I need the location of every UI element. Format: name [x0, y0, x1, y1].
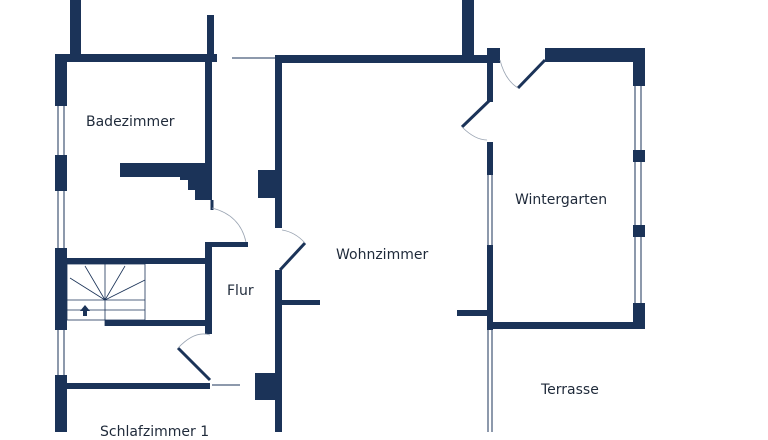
room-label-wintergarten: Wintergarten — [515, 192, 608, 208]
door-arcs — [177, 59, 519, 349]
room-label-badezimmer: Badezimmer — [86, 114, 175, 130]
room-label-terrasse: Terrasse — [541, 382, 599, 398]
room-label-wohnzimmer: Wohnzimmer — [336, 247, 429, 263]
stair-arrow-icon — [80, 305, 90, 316]
doors — [176, 58, 547, 382]
room-label-schlafzimmer: Schlafzimmer 1 — [100, 424, 210, 440]
windows — [57, 57, 642, 432]
walls — [55, 0, 645, 432]
room-label-flur: Flur — [227, 283, 254, 299]
staircase — [66, 263, 146, 326]
